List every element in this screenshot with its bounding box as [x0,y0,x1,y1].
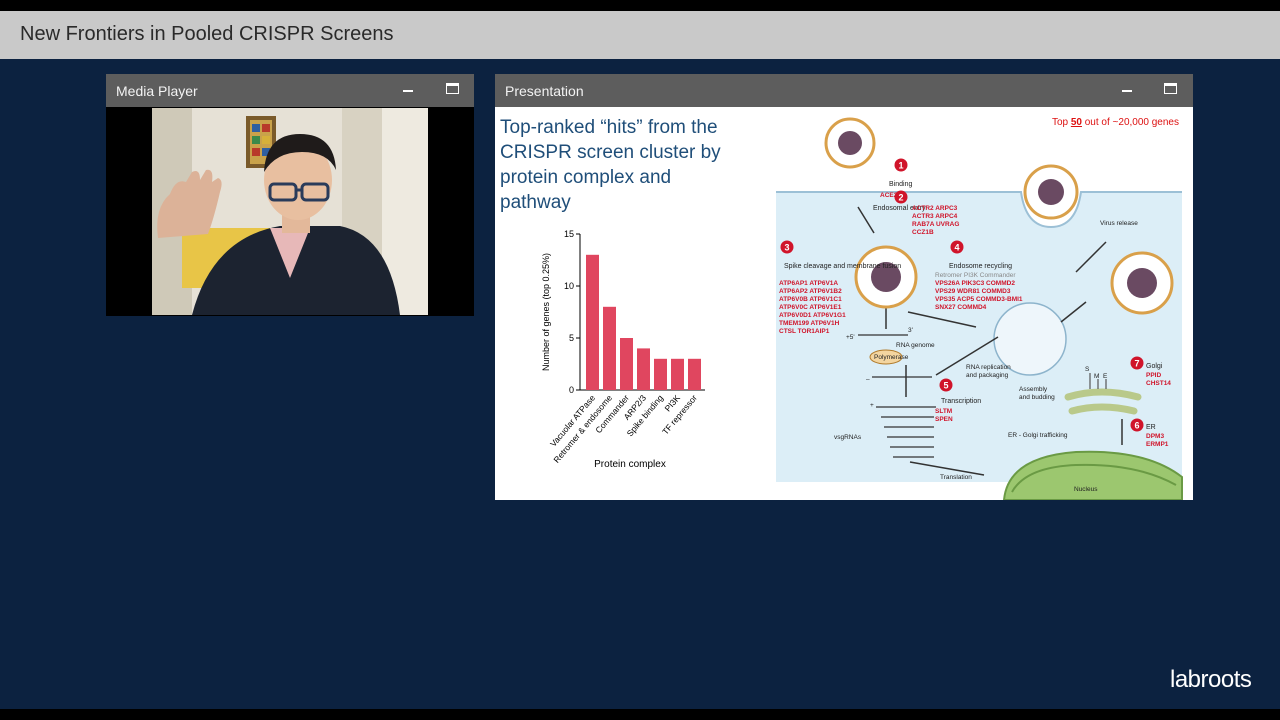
bottom-letterbox [0,709,1280,720]
top-letterbox [0,0,1280,11]
maximize-icon[interactable] [1164,83,1177,94]
step-7-number: 7 [1134,359,1139,369]
step-4-sublabel: Retromer PI3K Commander [935,272,1016,279]
y-axis-label: Number of genes (top 0.25%) [541,253,551,371]
label-three1: 3' [908,327,913,334]
step-2-label: Endosomal entry [873,205,926,212]
bar [671,358,684,390]
minimize-icon[interactable] [1119,82,1135,98]
step-6-label: ER [1146,424,1156,431]
y-tick-label: 10 [564,281,574,291]
step-3-marker [780,240,794,254]
step-2-number: 2 [898,193,903,203]
label-s: S [1085,366,1090,373]
slide-title: Top-ranked “hits” from the CRISPR screen… [500,117,721,213]
presentation-title: Presentation [505,83,584,99]
media-player-title: Media Player [116,83,198,99]
step-5-number: 5 [943,381,948,391]
y-tick-label: 0 [569,385,574,395]
presentation-panel: Presentation Top-ranked “hits” from the … [495,74,1193,500]
y-tick-label: 15 [564,229,574,239]
maximize-icon[interactable] [446,83,459,94]
bar [620,338,633,390]
step-5-marker [939,378,953,392]
label-nucleus: Nucleus [1074,486,1098,493]
label-translation: Translation [940,474,972,481]
y-tick-label: 5 [569,333,574,343]
minimize-icon[interactable] [400,82,416,98]
step-4-marker [950,240,964,254]
bar [654,358,667,390]
speaker-video[interactable] [152,108,428,315]
bar [586,254,599,390]
step-1-label: Binding [889,181,912,188]
label-rna-genome: RNA genome [896,342,935,349]
step-1-genes: ACE2 [880,192,898,199]
step-7-marker [1130,356,1144,370]
media-player-header[interactable]: Media Player [106,74,474,107]
label-vsgrnas: vsgRNAs [834,434,862,441]
pathway-diagram: Top 50 out of ~20,000 genes 1BindingACE2… [776,117,1183,500]
label-plus: + [870,402,874,409]
bar [603,306,616,390]
media-player-panel: Media Player [106,74,474,316]
webinar-title: New Frontiers in Pooled CRISPR Screens [20,23,394,45]
step-7-label: Golgi [1146,363,1163,370]
step-5-label: Transcription [941,398,981,405]
step-6-marker [1130,418,1144,432]
bar [637,348,650,390]
presentation-slide: Top-ranked “hits” from the CRISPR screen… [495,107,1193,500]
step-3-label: Spike cleavage and membrane fusion [784,263,901,270]
label-e: E [1103,373,1108,380]
step-1-number: 1 [898,161,903,171]
webinar-title-bar: New Frontiers in Pooled CRISPR Screens [0,11,1280,59]
label-plus5: +5' [846,334,855,341]
labroots-logo: labroots [1170,666,1252,693]
speaker-video-frame [152,108,428,315]
label-virus-release: Virus release [1100,220,1138,227]
step-2-marker [894,190,908,204]
top-genes-note: Top 50 out of ~20,000 genes [1052,117,1179,128]
step-3-number: 3 [784,243,789,253]
label-m: M [1094,373,1099,380]
label-polymerase: Polymerase [874,354,909,361]
bar [688,358,701,390]
step-4-label: Endosome recycling [949,263,1012,270]
x-axis-label: Protein complex [594,459,666,470]
label-er-golgi: ER - Golgi trafficking [1008,432,1068,439]
step-6-number: 6 [1134,421,1139,431]
label-minus: – [866,376,870,383]
step-4-number: 4 [954,243,959,253]
step-1-marker [894,158,908,172]
presentation-header[interactable]: Presentation [495,74,1193,107]
